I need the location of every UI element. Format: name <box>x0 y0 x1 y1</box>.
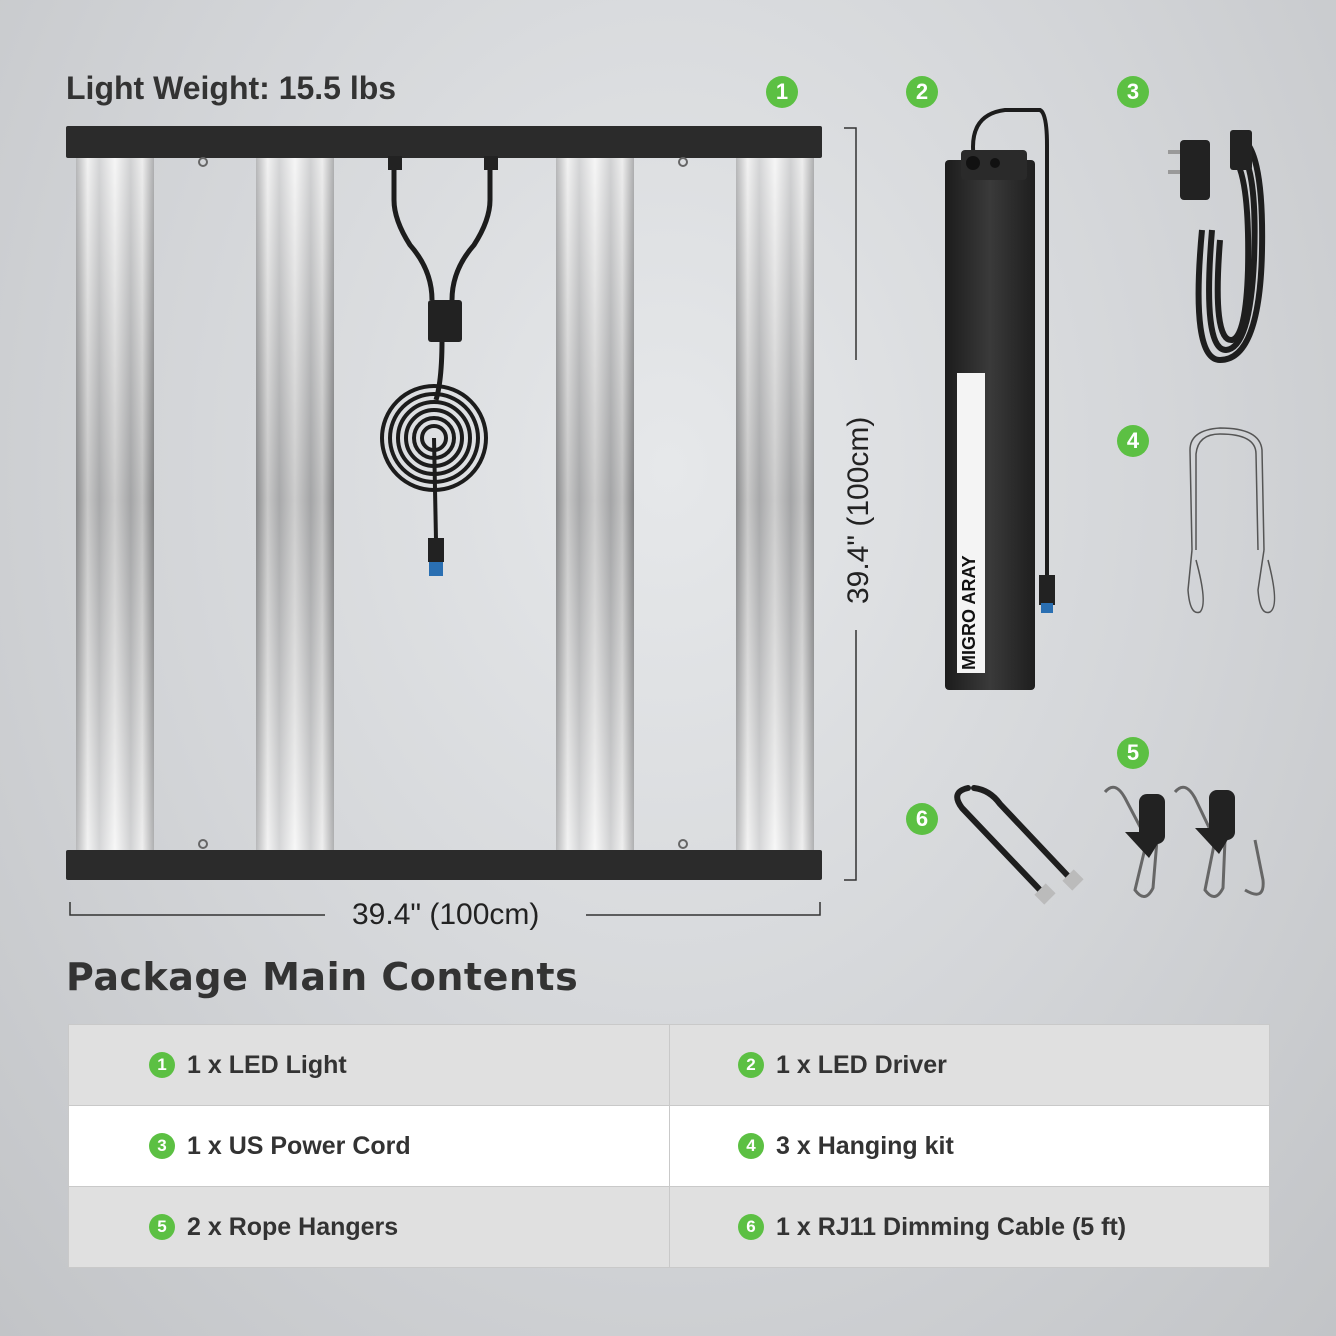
table-cell: 4 3 x Hanging kit <box>669 1106 1269 1186</box>
table-row: 1 1 x LED Light 2 1 x LED Driver <box>69 1025 1269 1106</box>
table-cell: 6 1 x RJ11 Dimming Cable (5 ft) <box>669 1187 1269 1267</box>
content-label: 1 x LED Driver <box>776 1050 947 1079</box>
table-cell: 5 2 x Rope Hangers <box>69 1187 669 1267</box>
light-weight-label: Light Weight: 15.5 lbs <box>66 70 397 106</box>
content-number-badge: 2 <box>738 1052 764 1078</box>
table-row: 5 2 x Rope Hangers 6 1 x RJ11 Dimming Ca… <box>69 1187 1269 1267</box>
light-bar-3 <box>556 150 634 850</box>
content-label: 3 x Hanging kit <box>776 1131 954 1160</box>
item-badge-2: 2 <box>906 76 938 108</box>
table-row: 3 1 x US Power Cord 4 3 x Hanging kit <box>69 1106 1269 1187</box>
top-frame <box>66 126 822 158</box>
rope-hangers-illustration <box>1103 785 1265 898</box>
power-cord-illustration <box>1168 130 1266 364</box>
item-badge-4: 4 <box>1117 425 1149 457</box>
content-number-badge: 1 <box>149 1052 175 1078</box>
bottom-frame <box>66 850 822 880</box>
item-badge-5: 5 <box>1117 737 1149 769</box>
table-cell: 1 1 x LED Light <box>69 1025 669 1105</box>
dimension-lines <box>69 127 857 916</box>
item-badge-1: 1 <box>766 76 798 108</box>
light-bar-4 <box>736 150 814 850</box>
width-dimension: 39.4" (100cm) <box>352 898 540 931</box>
content-number-badge: 4 <box>738 1133 764 1159</box>
content-number-badge: 5 <box>149 1214 175 1240</box>
led-light-illustration <box>66 126 822 880</box>
content-label: 1 x US Power Cord <box>187 1131 411 1160</box>
content-label: 1 x RJ11 Dimming Cable (5 ft) <box>776 1212 1127 1241</box>
table-cell: 2 1 x LED Driver <box>669 1025 1269 1105</box>
driver-brand-text: MIGRO ARAY <box>959 555 979 670</box>
led-driver-illustration: MIGRO ARAY <box>945 108 1055 690</box>
table-cell: 3 1 x US Power Cord <box>69 1106 669 1186</box>
content-label: 2 x Rope Hangers <box>187 1212 399 1241</box>
height-dimension: 39.4" (100cm) <box>842 416 875 604</box>
contents-table: 1 1 x LED Light 2 1 x LED Driver 3 1 x U… <box>68 1024 1270 1268</box>
package-contents-title: Package Main Contents <box>66 955 579 999</box>
content-label: 1 x LED Light <box>187 1050 347 1079</box>
item-badge-3: 3 <box>1117 76 1149 108</box>
item-badge-6: 6 <box>906 803 938 835</box>
content-number-badge: 3 <box>149 1133 175 1159</box>
content-number-badge: 6 <box>738 1214 764 1240</box>
hanging-kit-illustration <box>1187 427 1276 614</box>
light-bar-2 <box>256 150 334 850</box>
y-cable <box>391 162 493 401</box>
light-bar-1 <box>76 150 154 850</box>
dimming-cable-illustration <box>954 785 1084 905</box>
coiled-cable <box>380 384 488 541</box>
